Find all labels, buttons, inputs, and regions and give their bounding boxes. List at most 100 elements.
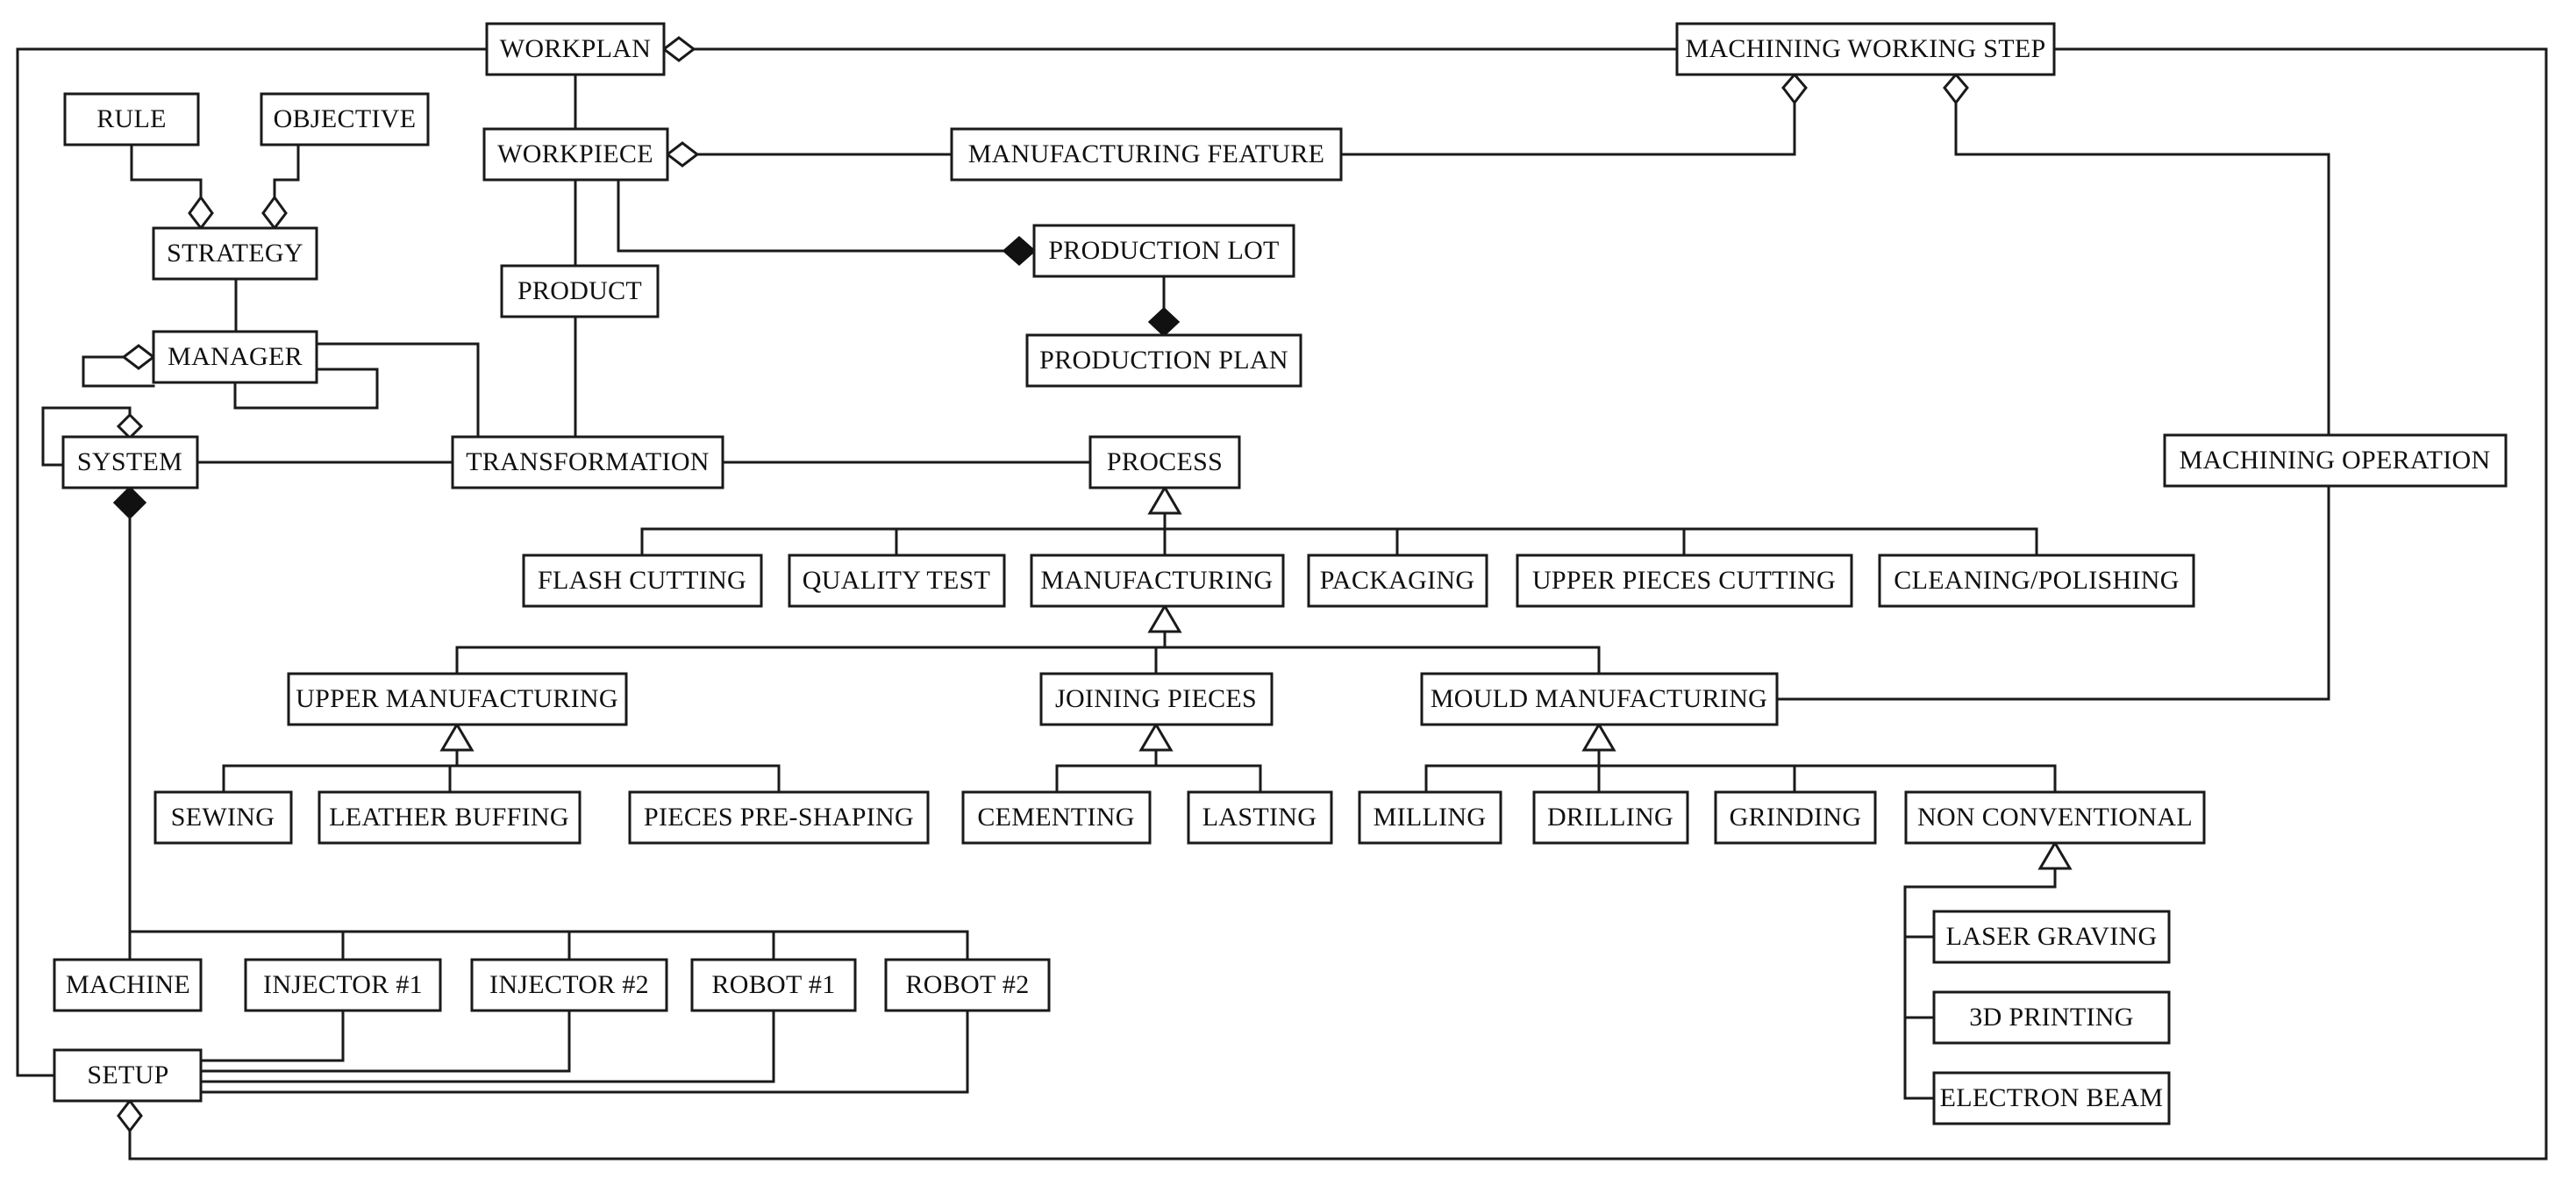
node-mould-manufacturing[interactable]: MOULD MANUFACTURING: [1420, 672, 1779, 726]
node-label-drilling: DRILLING: [1547, 803, 1673, 832]
node-leather-buffing[interactable]: LEATHER BUFFING: [318, 790, 582, 845]
node-label-upper-manufacturing: UPPER MANUFACTURING: [296, 684, 618, 713]
edge-workpiece-productionlot: [617, 178, 1006, 253]
node-lasting[interactable]: LASTING: [1187, 790, 1333, 845]
node-label-quality-test: QUALITY TEST: [803, 566, 990, 595]
node-workpiece[interactable]: WORKPIECE: [482, 127, 669, 182]
node-setup[interactable]: SETUP: [53, 1048, 203, 1103]
node-label-injector-1: INJECTOR #1: [263, 970, 423, 999]
node-cementing[interactable]: CEMENTING: [961, 790, 1152, 845]
node-objective[interactable]: OBJECTIVE: [260, 92, 430, 146]
node-label-production-lot: PRODUCTION LOT: [1048, 236, 1279, 265]
edge-rule-strategy: [130, 143, 203, 199]
node-label-milling: MILLING: [1374, 803, 1487, 832]
hollow-triangle-mouldmanufacturing: [1581, 722, 1616, 752]
open-diamond-machiningstep-right: [1943, 72, 1969, 105]
node-machining-operation[interactable]: MACHINING OPERATION: [2163, 433, 2508, 488]
open-diamond-manager-self: [121, 344, 156, 370]
node-label-objective: OBJECTIVE: [274, 104, 417, 133]
edge-machiningoperation-mouldmanufacturing: [1775, 484, 2330, 701]
edge-setup-robot1: [199, 1009, 775, 1083]
edge-setup-injector1: [199, 1009, 345, 1062]
node-grinding[interactable]: GRINDING: [1714, 790, 1877, 845]
edge-nonconventional-subclass-stem: [1903, 867, 2057, 1100]
node-3d-printing[interactable]: 3D PRINTING: [1932, 990, 2171, 1045]
edge-setup-bottom-frame: [128, 47, 2548, 1161]
hollow-triangle-nonconventional: [2037, 840, 2073, 870]
open-diamond-machiningstep-left: [1781, 72, 1808, 105]
node-label-leather-buffing: LEATHER BUFFING: [329, 803, 569, 832]
edge-setup-injector2: [199, 1009, 571, 1073]
node-robot-2[interactable]: ROBOT #2: [884, 958, 1051, 1012]
node-joining-pieces[interactable]: JOINING PIECES: [1039, 672, 1274, 726]
node-laser-graving[interactable]: LASER GRAVING: [1932, 910, 2171, 964]
node-non-conventional[interactable]: NON CONVENTIONAL: [1904, 790, 2206, 845]
node-label-setup: SETUP: [87, 1061, 168, 1089]
node-packaging[interactable]: PACKAGING: [1307, 554, 1488, 608]
node-label-robot-1: ROBOT #1: [711, 970, 835, 999]
edge-layer: [16, 36, 2548, 1161]
node-milling[interactable]: MILLING: [1358, 790, 1502, 845]
node-system[interactable]: SYSTEM: [61, 435, 199, 489]
edge-setup-robot2: [199, 1009, 969, 1094]
node-transformation[interactable]: TRANSFORMATION: [451, 435, 724, 489]
hollow-triangle-process: [1147, 485, 1182, 515]
edge-workplan-system-frame: [16, 47, 489, 1077]
node-upper-pieces-cutting[interactable]: UPPER PIECES CUTTING: [1516, 554, 1853, 608]
node-label-mould-manufacturing: MOULD MANUFACTURING: [1431, 684, 1767, 713]
node-manager[interactable]: MANAGER: [152, 330, 318, 384]
node-label-electron-beam: ELECTRON BEAM: [1940, 1083, 2164, 1112]
node-robot-1[interactable]: ROBOT #1: [690, 958, 857, 1012]
node-drilling[interactable]: DRILLING: [1532, 790, 1689, 845]
node-label-product: PRODUCT: [517, 276, 642, 305]
node-layer: WORKPLAN MACHINING WORKING STEP RULE OBJ…: [53, 22, 2508, 1125]
node-label-workplan: WORKPLAN: [500, 34, 651, 63]
filled-diamond-productionlot: [1002, 235, 1037, 267]
node-cleaning-polishing[interactable]: CLEANING/POLISHING: [1878, 554, 2195, 608]
edge-machiningoperation-machiningstep: [1954, 101, 2330, 437]
node-label-machining-operation: MACHINING OPERATION: [2180, 446, 2491, 475]
open-diamond-system: [116, 412, 144, 440]
node-rule[interactable]: RULE: [63, 92, 200, 146]
edge-manager-system: [41, 406, 132, 467]
node-label-injector-2: INJECTOR #2: [489, 970, 649, 999]
node-flash-cutting[interactable]: FLASH CUTTING: [522, 554, 763, 608]
node-pieces-pre-shaping[interactable]: PIECES PRE-SHAPING: [628, 790, 930, 845]
node-strategy[interactable]: STRATEGY: [152, 226, 318, 281]
node-injector-1[interactable]: INJECTOR #1: [244, 958, 442, 1012]
node-electron-beam[interactable]: ELECTRON BEAM: [1932, 1071, 2171, 1125]
edge-objective-strategy: [273, 143, 300, 199]
node-label-manufacturing-feature: MANUFACTURING FEATURE: [968, 139, 1325, 168]
node-label-packaging: PACKAGING: [1320, 566, 1475, 595]
node-product[interactable]: PRODUCT: [500, 264, 660, 318]
node-machine[interactable]: MACHINE: [53, 958, 203, 1012]
node-manufacturing[interactable]: MANUFACTURING: [1030, 554, 1285, 608]
open-diamond-workplan: [661, 36, 696, 62]
node-manufacturing-feature[interactable]: MANUFACTURING FEATURE: [950, 127, 1343, 182]
open-diamond-workpiece: [665, 141, 700, 168]
node-label-machining-working-step: MACHINING WORKING STEP: [1685, 34, 2045, 63]
node-label-system: SYSTEM: [77, 447, 182, 476]
node-label-manufacturing: MANUFACTURING: [1040, 566, 1273, 595]
node-process[interactable]: PROCESS: [1088, 435, 1241, 489]
node-quality-test[interactable]: QUALITY TEST: [788, 554, 1006, 608]
node-label-laser-graving: LASER GRAVING: [1946, 922, 2158, 951]
node-upper-manufacturing[interactable]: UPPER MANUFACTURING: [287, 672, 628, 726]
node-workplan[interactable]: WORKPLAN: [485, 22, 666, 76]
edge-manager-right-loop: [233, 368, 379, 410]
node-label-upper-pieces-cutting: UPPER PIECES CUTTING: [1532, 566, 1836, 595]
open-diamond-setup: [117, 1098, 143, 1133]
node-label-production-plan: PRODUCTION PLAN: [1039, 346, 1288, 375]
node-machining-working-step[interactable]: MACHINING WORKING STEP: [1675, 22, 2056, 76]
node-injector-2[interactable]: INJECTOR #2: [470, 958, 668, 1012]
node-label-cleaning-polishing: CLEANING/POLISHING: [1894, 566, 2179, 595]
node-production-plan[interactable]: PRODUCTION PLAN: [1025, 333, 1302, 388]
filled-diamond-productionplan: [1147, 306, 1181, 338]
node-label-manager: MANAGER: [168, 342, 303, 371]
hollow-triangle-manufacturing: [1147, 604, 1182, 633]
edge-manufacturingfeature-machiningstep: [1339, 101, 1796, 156]
node-sewing[interactable]: SEWING: [153, 790, 293, 845]
node-label-flash-cutting: FLASH CUTTING: [538, 566, 746, 595]
node-production-lot[interactable]: PRODUCTION LOT: [1032, 224, 1295, 278]
